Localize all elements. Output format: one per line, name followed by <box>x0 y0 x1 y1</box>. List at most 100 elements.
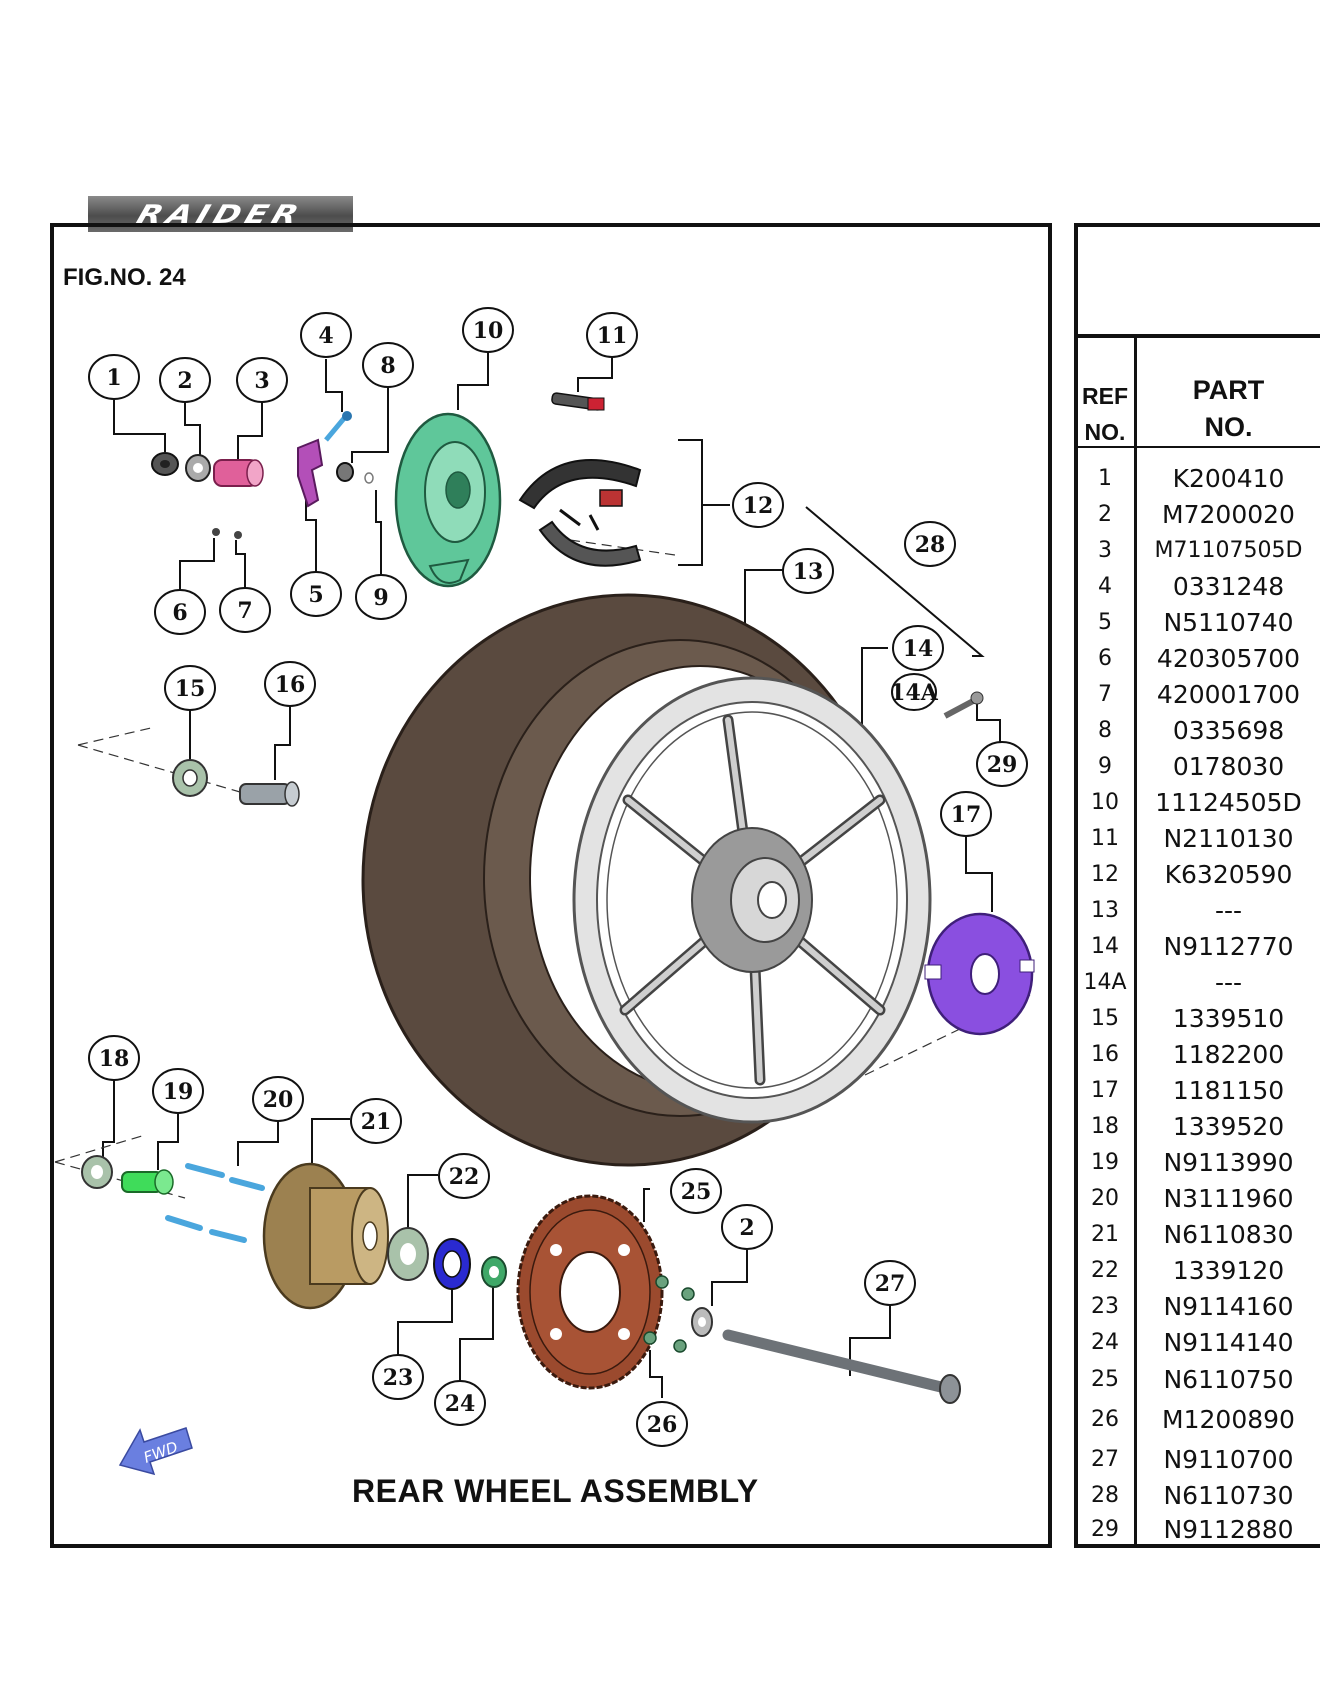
rear-rim <box>572 676 932 1124</box>
part-header-line1: PART <box>1192 375 1265 405</box>
callout-11: 11 <box>586 312 638 358</box>
table-column-rule <box>1134 338 1137 1548</box>
part-no-cell: M1200890 <box>1162 1405 1295 1434</box>
part-no-cell: N9113990 <box>1163 1148 1294 1177</box>
ref-no-cell: 9 <box>1098 754 1112 779</box>
ref-no-cell: 14A <box>1083 970 1127 995</box>
callout-label: 11 <box>597 323 628 349</box>
part-no-cell: 1339510 <box>1172 1004 1285 1033</box>
callout-label: 25 <box>681 1179 712 1205</box>
part-no-cell: --- <box>1214 896 1243 925</box>
ref-no-cell: 25 <box>1091 1367 1119 1392</box>
ref-no-cell: 2 <box>1098 502 1112 527</box>
ref-no-cell: 17 <box>1091 1078 1119 1103</box>
ref-no-cell: 29 <box>1091 1517 1119 1542</box>
table-row: 15 1339510 <box>1076 1001 1320 1037</box>
ref-no-cell: 14 <box>1091 934 1119 959</box>
ref-no-cell: 15 <box>1091 1006 1119 1031</box>
callout-label: 28 <box>915 532 946 558</box>
callout-label: 7 <box>237 598 252 624</box>
ref-no-cell: 1 <box>1098 466 1112 491</box>
table-row: 28 N6110730 <box>1076 1478 1320 1514</box>
ref-no-cell: 20 <box>1091 1186 1119 1211</box>
part-no-cell: N6110730 <box>1163 1481 1294 1510</box>
part-no-cell: N2110130 <box>1163 824 1294 853</box>
callout-16: 16 <box>264 661 316 707</box>
ref-no-cell: 6 <box>1098 646 1112 671</box>
callout-label: 29 <box>987 752 1018 778</box>
ref-header-line1: REF <box>1082 383 1128 409</box>
callout-1: 1 <box>88 354 140 400</box>
callout-label: 18 <box>99 1046 130 1072</box>
table-row: 14A--- <box>1076 965 1320 1001</box>
callout-8: 8 <box>362 342 414 388</box>
callout-21: 21 <box>350 1098 402 1144</box>
part-no-cell: M71107505D <box>1154 538 1303 563</box>
brake-panel <box>394 412 502 588</box>
callout-14: 14 <box>892 625 944 671</box>
callout-14a: 14A <box>890 673 939 711</box>
brake-cam <box>551 392 605 411</box>
ref-no-cell: 3 <box>1098 538 1112 563</box>
callout-28: 28 <box>904 521 956 567</box>
callout-label: 24 <box>445 1391 476 1417</box>
ref-no-cell: 11 <box>1091 826 1119 851</box>
part-no-cell: 1339520 <box>1172 1112 1285 1141</box>
callout-20: 20 <box>252 1076 304 1122</box>
callout-19: 19 <box>152 1068 204 1114</box>
part-no-cell: 0335698 <box>1172 716 1285 745</box>
table-row: 13--- <box>1076 893 1320 929</box>
callout-3: 3 <box>236 357 288 403</box>
callout-24: 24 <box>434 1380 486 1426</box>
part-no-cell: N9112770 <box>1163 932 1294 961</box>
ref-no-cell: 7 <box>1098 682 1112 707</box>
callout-label: 2 <box>739 1215 754 1241</box>
callout-label: 2 <box>177 368 192 394</box>
ref-no-cell: 26 <box>1091 1407 1119 1432</box>
callout-10: 10 <box>462 307 514 353</box>
callout-label: 27 <box>875 1271 906 1297</box>
figure-number: FIG.NO. 24 <box>63 264 186 291</box>
fwd-arrow-icon: FWD <box>118 1427 193 1476</box>
table-row: 20 N3111960 <box>1076 1181 1320 1217</box>
ref-no-cell: 5 <box>1098 610 1112 635</box>
callout-label: 20 <box>263 1087 294 1113</box>
callout-label: 23 <box>383 1365 414 1391</box>
callout-label: 21 <box>361 1109 392 1135</box>
ref-no-cell: 10 <box>1091 790 1119 815</box>
callout-label: 26 <box>647 1412 678 1438</box>
ref-no-cell: 27 <box>1091 1447 1119 1472</box>
brake-shoes <box>518 459 642 567</box>
callout-15: 15 <box>164 665 216 711</box>
callout-2: 2 <box>159 357 211 403</box>
part-no-cell: N9112880 <box>1163 1515 1294 1544</box>
leader-lines <box>102 352 1001 1398</box>
table-row: 14 N9112770 <box>1076 929 1320 965</box>
diagram-frame <box>50 223 1052 1548</box>
callout-label: 8 <box>380 353 395 379</box>
part-no-cell: N9114160 <box>1163 1292 1294 1321</box>
callout-22: 22 <box>438 1153 490 1199</box>
part-no-cell: N3111960 <box>1163 1184 1294 1213</box>
ref-no-cell: 4 <box>1098 574 1112 599</box>
callout-13: 13 <box>782 548 834 594</box>
callout-label: 14A <box>890 680 939 706</box>
ref-no-cell: 28 <box>1091 1483 1119 1508</box>
table-row: 29 N9112880 <box>1076 1512 1320 1548</box>
page-title: REAR WHEEL ASSEMBLY <box>352 1473 759 1509</box>
callout-label: 3 <box>254 368 269 394</box>
callout-2: 2 <box>721 1204 773 1250</box>
